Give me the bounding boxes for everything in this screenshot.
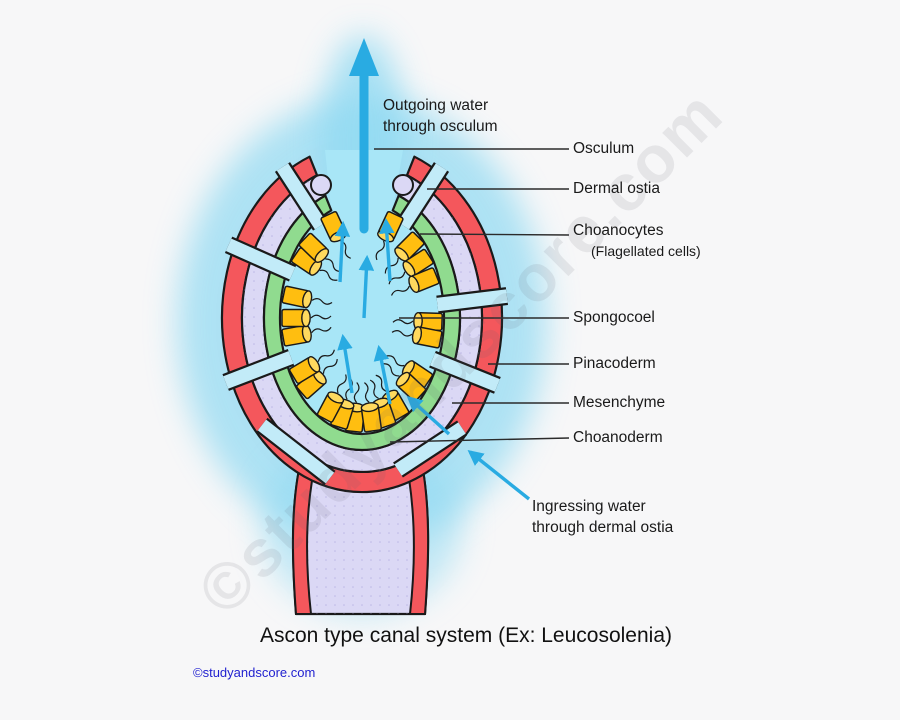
water-flow-arrow xyxy=(358,254,375,319)
osculum-rim-tip xyxy=(392,174,414,196)
flagellum xyxy=(336,374,347,394)
choanocyte-collar xyxy=(301,308,311,328)
choanocyte-collar xyxy=(411,326,423,345)
water-flow-arrow xyxy=(373,344,392,405)
flagellum xyxy=(383,363,400,377)
choanocyte-collar xyxy=(408,275,420,294)
credit-link[interactable]: ©studyandscore.com xyxy=(193,665,316,680)
stalk xyxy=(291,448,430,616)
water-flow-arrows xyxy=(334,38,531,501)
dermal-ostium-channel xyxy=(429,352,500,392)
flagellum xyxy=(386,355,405,367)
ingressing-water-line1: Ingressing water xyxy=(532,498,646,515)
ingressing-water-line2: through dermal ostia xyxy=(532,519,674,536)
outgoing-water-line2: through osculum xyxy=(383,118,498,135)
flagellum xyxy=(375,374,388,393)
stalk-pinacoderm-right xyxy=(402,448,430,615)
choanocyte-collar xyxy=(395,371,411,387)
choanocyte-collar xyxy=(360,402,379,413)
flagellum xyxy=(311,326,332,334)
leader-line xyxy=(389,437,570,443)
label-pinacoderm: Pinacoderm xyxy=(573,355,656,372)
choanoderm-layer xyxy=(262,194,462,452)
flagellum xyxy=(317,349,335,362)
choanocyte-collar xyxy=(327,391,345,404)
dermal-ostium-channel xyxy=(223,351,294,389)
water-flow-arrow xyxy=(337,333,354,394)
choanocyte-cell xyxy=(298,232,342,273)
choanocyte-cell xyxy=(384,231,425,274)
choanocyte-cell xyxy=(383,363,427,402)
ingressing-water-note: Ingressing water through dermal ostia xyxy=(532,496,673,538)
choanocyte-cell xyxy=(289,349,335,384)
flagellum xyxy=(391,329,413,337)
dermal-ostia-channels xyxy=(222,162,508,486)
choanocyte-cell xyxy=(360,382,383,433)
label-osculum: Osculum xyxy=(573,140,635,157)
flagellum xyxy=(390,285,410,296)
leader-lines xyxy=(374,148,570,443)
dermal-ostium-channel xyxy=(397,163,448,230)
outgoing-water-line1: Outgoing water xyxy=(383,97,489,114)
flagellum xyxy=(310,314,332,320)
outgoing-water-arrow-head xyxy=(349,38,379,76)
flagellum xyxy=(311,298,333,305)
choanocyte-cells xyxy=(281,211,443,433)
dermal-ostium-channel xyxy=(436,289,508,312)
choanocyte-cell xyxy=(390,267,440,296)
choanocyte-collar xyxy=(302,290,313,309)
flagellum xyxy=(325,258,342,273)
dermal-ostium-channel xyxy=(257,419,335,484)
label-mesenchyme: Mesenchyme xyxy=(573,394,666,411)
flagellum xyxy=(319,269,338,281)
choanocyte-cell xyxy=(281,285,333,309)
choanocyte-cell xyxy=(391,326,443,349)
choanocyte-cell xyxy=(281,308,332,328)
flagellum xyxy=(322,359,338,374)
label-choanoderm: Choanoderm xyxy=(573,429,663,446)
stalk-texture xyxy=(292,450,429,614)
label-spongocoel: Spongocoel xyxy=(573,309,655,326)
water-flow-arrow xyxy=(334,220,351,283)
leader-line xyxy=(419,233,570,236)
label-dermal-ostia: Dermal ostia xyxy=(573,180,660,197)
label-choanocytes: Choanocytes xyxy=(573,222,664,239)
flagellum xyxy=(345,379,353,400)
water-flow-arrow xyxy=(379,217,395,282)
osculum-rim-tip xyxy=(310,174,332,196)
water-flow-arrow xyxy=(406,395,451,436)
choanocyte-cell xyxy=(388,248,434,285)
dermal-ostium-channel xyxy=(394,422,466,476)
diagram-title: Ascon type canal system (Ex: Leucosoleni… xyxy=(259,624,673,647)
choanocyte-cell xyxy=(316,374,347,423)
stalk-pinacoderm-left xyxy=(292,450,319,615)
outgoing-water-note: Outgoing water through osculum xyxy=(383,95,498,137)
flagellum xyxy=(384,257,399,274)
choanocyte-cell xyxy=(281,324,332,347)
flagellum xyxy=(369,379,379,399)
water-flow-arrow xyxy=(467,450,531,501)
flagellum xyxy=(392,319,414,325)
flagellum xyxy=(364,382,370,403)
choanocyte-cell xyxy=(392,311,443,332)
dermal-ostium-channel xyxy=(225,238,296,280)
label-flagellated-cells: (Flagellated cells) xyxy=(591,243,701,259)
dermal-ostium-channel xyxy=(276,163,327,230)
flagellum xyxy=(375,240,385,261)
flagellum xyxy=(353,382,360,403)
choanocyte-collar xyxy=(314,248,330,263)
choanocyte-collar xyxy=(307,356,321,373)
